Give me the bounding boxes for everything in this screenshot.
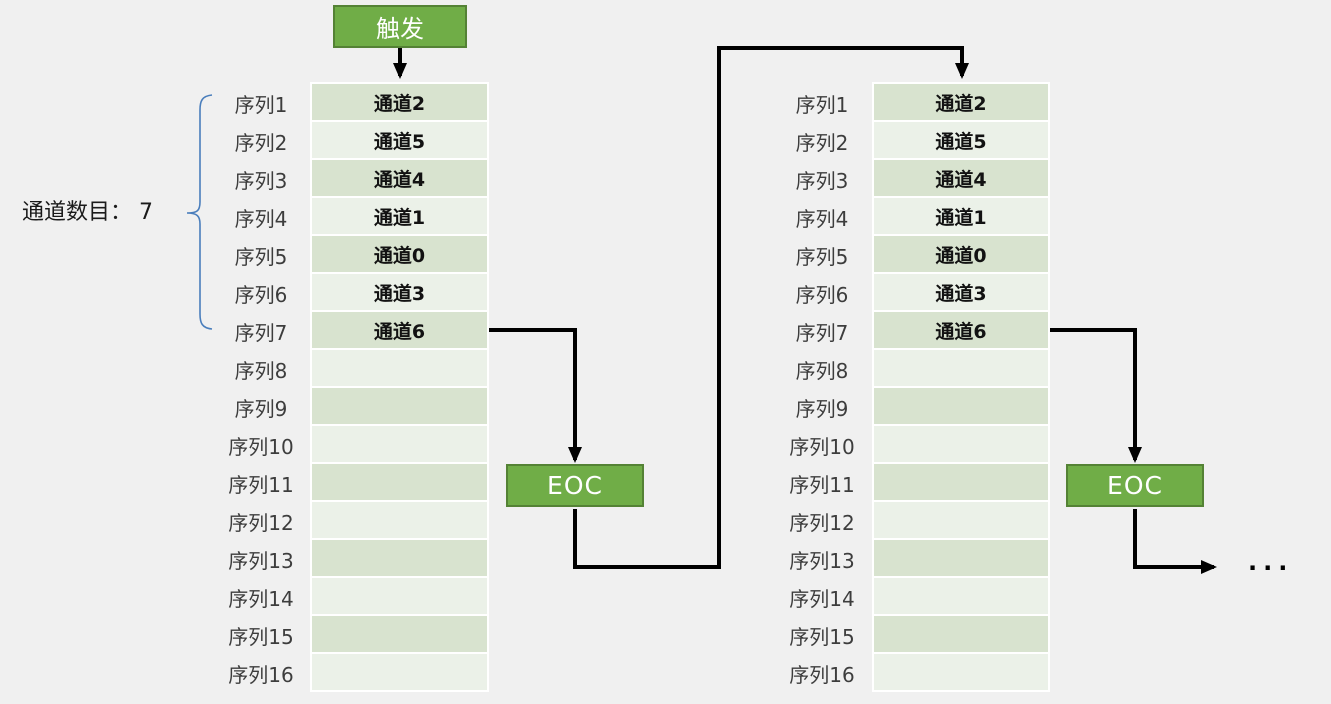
channel-cell (874, 540, 1048, 576)
sequence-label: 序列11 (789, 472, 855, 497)
channel-cell (874, 464, 1048, 500)
sequence-label: 序列4 (795, 206, 849, 231)
channel-cell (874, 502, 1048, 538)
channel-cell (874, 426, 1048, 462)
channel-count-brace (186, 94, 213, 330)
scan1-to-eoc-arrow (489, 328, 582, 463)
eoc-to-scan2-arrow (573, 46, 969, 569)
scan1-sequence-labels: 序列1 序列2 序列3 序列4 序列5 序列6 序列7 序列8 序列9 序列10 序列11 序列12 序… (191, 84, 331, 692)
sequence-label: 序列13 (789, 548, 855, 573)
channel-cell (874, 616, 1048, 652)
channel-cell (874, 578, 1048, 614)
sequence-label: 序列6 (234, 282, 288, 307)
trigger-label: 触发 (376, 15, 424, 43)
sequence-label: 序列8 (234, 358, 288, 383)
channel-cell: 通道1 (874, 198, 1048, 234)
sequence-label: 序列3 (795, 168, 849, 193)
channel-cell: 通道5 (874, 122, 1048, 158)
eoc-label: EOC (1107, 471, 1163, 500)
channel-cell (312, 388, 487, 424)
channel-cell (312, 578, 487, 614)
channel-cell (312, 350, 487, 386)
sequence-label: 序列15 (228, 624, 294, 649)
sequence-label: 序列13 (228, 548, 294, 573)
eoc-box-1: EOC (506, 464, 644, 507)
channel-cell (312, 464, 487, 500)
sequence-label: 序列2 (795, 130, 849, 155)
channel-cell: 通道0 (312, 236, 487, 272)
eoc-continue-arrow (1133, 509, 1217, 574)
sequence-label: 序列14 (789, 586, 855, 611)
sequence-label: 序列9 (795, 396, 849, 421)
channel-cell: 通道4 (312, 160, 487, 196)
sequence-label: 序列1 (234, 92, 288, 117)
channel-cell (312, 502, 487, 538)
sequence-label: 序列9 (234, 396, 288, 421)
channel-cell: 通道5 (312, 122, 487, 158)
channel-cell: 通道3 (312, 274, 487, 310)
sequence-label: 序列3 (234, 168, 288, 193)
sequence-label: 序列16 (228, 662, 294, 687)
sequence-label: 序列16 (789, 662, 855, 687)
sequence-label: 序列8 (795, 358, 849, 383)
sequence-label: 序列7 (795, 320, 849, 345)
channel-cell: 通道0 (874, 236, 1048, 272)
trigger-box: 触发 (333, 5, 467, 48)
sequence-label: 序列4 (234, 206, 288, 231)
scan2-to-eoc-arrow (1050, 328, 1142, 463)
sequence-label: 序列6 (795, 282, 849, 307)
sequence-label: 序列7 (234, 320, 288, 345)
sequence-label: 序列15 (789, 624, 855, 649)
channel-count-label: 通道数目： 7 (22, 200, 153, 225)
channel-cell: 通道1 (312, 198, 487, 234)
sequence-label: 序列5 (795, 244, 849, 269)
scan2-sequence-labels: 序列1 序列2 序列3 序列4 序列5 序列6 序列7 序列8 序列9 序列10 序列11 序列12 序… (752, 84, 892, 692)
channel-cell: 通道6 (874, 312, 1048, 348)
channel-cell (874, 388, 1048, 424)
sequence-label: 序列12 (789, 510, 855, 535)
channel-cell (312, 426, 487, 462)
channel-cell: 通道4 (874, 160, 1048, 196)
channel-cell: 通道6 (312, 312, 487, 348)
sequence-label: 序列10 (789, 434, 855, 459)
channel-cell (312, 540, 487, 576)
eoc-label: EOC (547, 471, 603, 500)
sequence-label: 序列5 (234, 244, 288, 269)
sequence-label: 序列14 (228, 586, 294, 611)
sequence-label: 序列10 (228, 434, 294, 459)
sequence-label: 序列1 (795, 92, 849, 117)
channel-cell: 通道2 (312, 84, 487, 120)
sequence-label: 序列11 (228, 472, 294, 497)
eoc-box-2: EOC (1066, 464, 1204, 507)
channel-cell (874, 350, 1048, 386)
channel-cell (312, 654, 487, 690)
channel-cell (312, 616, 487, 652)
sequence-label: 序列2 (234, 130, 288, 155)
channel-cell: 通道3 (874, 274, 1048, 310)
channel-cell: 通道2 (874, 84, 1048, 120)
channel-cell (874, 654, 1048, 690)
sequence-label: 序列12 (228, 510, 294, 535)
continuation-ellipsis: ... (1248, 548, 1294, 576)
